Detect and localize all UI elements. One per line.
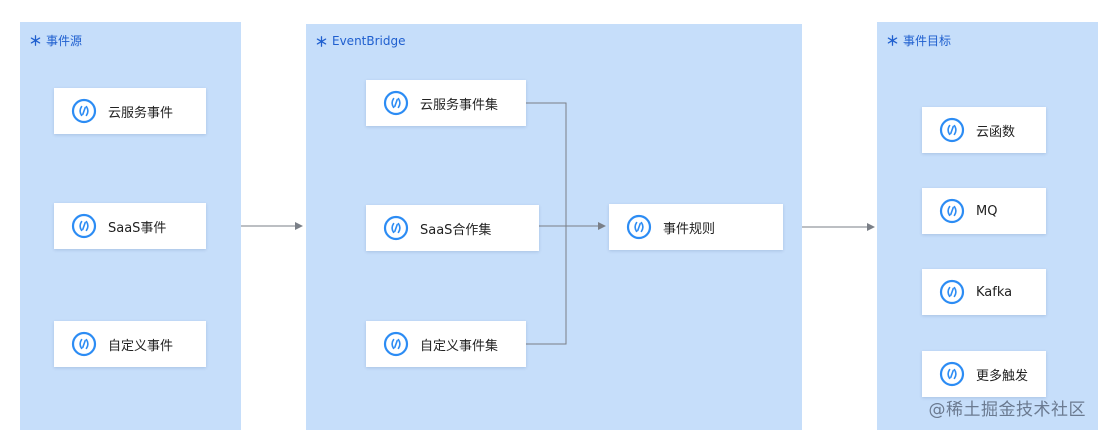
target-node-kafka[interactable]: Kafka [922, 269, 1046, 315]
node-label: 自定义事件集 [420, 338, 499, 354]
bus-node-custom[interactable]: 自定义事件集 [366, 321, 526, 367]
event-ring-icon [383, 215, 409, 241]
rule-node[interactable]: 事件规则 [609, 204, 783, 250]
node-label: 云函数 [976, 124, 1016, 140]
event-ring-icon [383, 90, 409, 116]
eventbridge-panel-title: EventBridge [316, 34, 406, 48]
source-node-saas[interactable]: SaaS事件 [54, 203, 206, 249]
node-label: 云服务事件 [108, 105, 174, 121]
node-label: 更多触发 [976, 368, 1029, 384]
event-ring-icon [939, 198, 965, 224]
node-label: 事件规则 [663, 221, 716, 237]
node-label: 云服务事件集 [420, 97, 499, 113]
bus-node-cloud-service[interactable]: 云服务事件集 [366, 80, 526, 126]
target-node-more-triggers[interactable]: 更多触发 [922, 351, 1046, 397]
target-node-cloud-function[interactable]: 云函数 [922, 107, 1046, 153]
event-ring-icon [71, 331, 97, 357]
event-ring-icon [939, 361, 965, 387]
snowflake-icon [887, 35, 898, 46]
source-node-cloud-service[interactable]: 云服务事件 [54, 88, 206, 134]
snowflake-icon [30, 35, 41, 46]
targets-panel-title: 事件目标 [887, 32, 951, 49]
eventbridge-title-label: EventBridge [332, 34, 406, 48]
sources-panel-title: 事件源 [30, 32, 82, 49]
event-ring-icon [383, 331, 409, 357]
snowflake-icon [316, 36, 327, 47]
event-ring-icon [71, 213, 97, 239]
source-node-custom[interactable]: 自定义事件 [54, 321, 206, 367]
event-ring-icon [939, 279, 965, 305]
node-label: 自定义事件 [108, 338, 174, 354]
event-ring-icon [626, 214, 652, 240]
node-label: MQ [976, 203, 998, 219]
event-ring-icon [939, 117, 965, 143]
event-ring-icon [71, 98, 97, 124]
watermark: @稀土掘金技术社区 [928, 400, 1086, 420]
target-node-mq[interactable]: MQ [922, 188, 1046, 234]
sources-title-label: 事件源 [46, 34, 83, 48]
node-label: Kafka [976, 284, 1013, 300]
targets-title-label: 事件目标 [903, 34, 952, 48]
node-label: SaaS事件 [108, 220, 167, 236]
node-label: SaaS合作集 [420, 222, 492, 238]
bus-node-saas[interactable]: SaaS合作集 [366, 205, 539, 251]
